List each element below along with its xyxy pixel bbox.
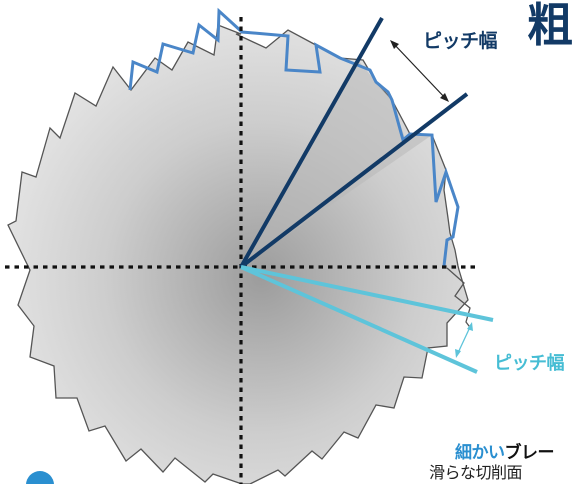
fine-pitch-line-1 [240, 265, 494, 322]
fine-arrowhead-2 [455, 349, 461, 358]
caption-accent: 細かい [455, 443, 505, 463]
fine-pitch-label: ピッチ幅 [494, 353, 565, 374]
fine-pitch-arrow [456, 324, 472, 356]
caption-rest: ブレー [504, 443, 555, 463]
coarse-pitch-line-2 [239, 92, 469, 269]
caption-subtext: 滑らな切削面 [429, 463, 523, 482]
coarse-pitch-arrow [391, 41, 448, 101]
coarse-arrowhead-1 [390, 40, 399, 49]
coarse-arrowhead-2 [440, 93, 449, 102]
fine-pitch-line-2 [240, 265, 478, 374]
fine-teeth-outline [446, 267, 473, 331]
fine-arrowhead-1 [467, 322, 473, 331]
corner-dot [26, 471, 54, 484]
coarse-heading: 粗 [527, 0, 573, 52]
saw-blade [7, 24, 469, 484]
caption-line: 細かいブレー [455, 438, 554, 463]
coarse-pitch-label: ピッチ幅 [423, 30, 498, 52]
coarse-pitch-line-1 [239, 17, 384, 268]
coarse-teeth-outline [128, 7, 460, 267]
coarse-wedge-shade [241, 60, 432, 267]
